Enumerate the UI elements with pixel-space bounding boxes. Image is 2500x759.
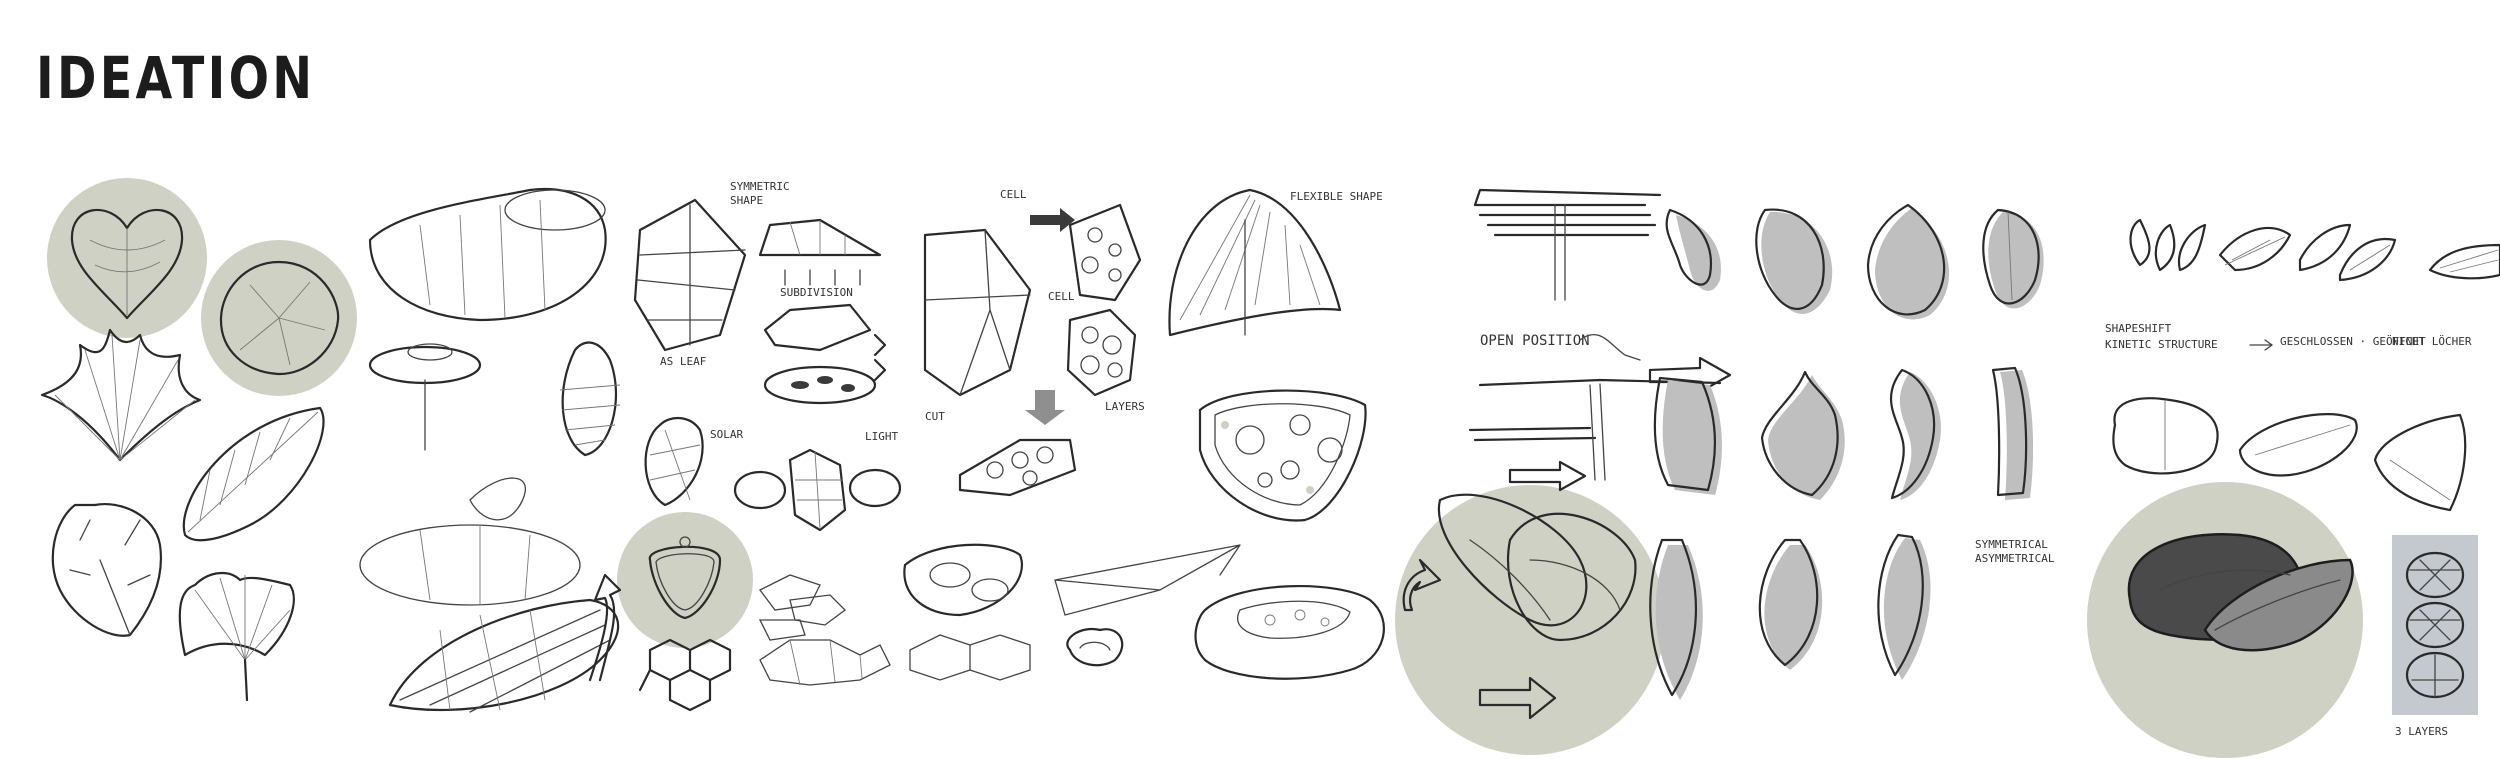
margin-note: CUT — [925, 410, 945, 423]
crystal-frame-sketch — [923, 228, 1032, 397]
seed-sketch — [561, 341, 618, 457]
asymmetrical-label: ASYMMETRICAL — [1975, 552, 2055, 565]
opening-pod-sketch — [2238, 413, 2358, 477]
accent-disc — [617, 512, 753, 648]
kinetic-loop-sketch — [1437, 493, 1588, 627]
shapeshift-label: SHAPESHIFT — [2105, 322, 2172, 335]
margin-note: FLEXIBLE SHAPE — [1290, 190, 1383, 203]
lily-pad-sketch — [219, 260, 340, 376]
curved-shell-sketch — [1168, 188, 1342, 337]
geschlossen-label: GESCHLOSSEN · GEÖFFNET — [2280, 335, 2426, 348]
petal-profile-sketch — [1758, 538, 1819, 667]
heart-leaf-sketch — [70, 208, 184, 320]
shaded-wing-sketch — [2203, 558, 2354, 652]
layer-ellipse — [2405, 551, 2465, 599]
leaf-frame-sketch — [633, 198, 747, 352]
margin-note: SHAPE — [730, 194, 763, 207]
three-layers-label: 3 LAYERS — [2395, 725, 2448, 738]
fan-palm-sketch — [178, 572, 295, 702]
leaf-studies-panel — [40, 178, 357, 702]
dome-sketch — [388, 598, 620, 712]
margin-note: SOLAR — [710, 428, 743, 441]
petal-profile-sketch — [1889, 368, 1936, 500]
petal-profile-sketch — [1866, 203, 1946, 316]
margin-note: LAYERS — [1105, 400, 1145, 413]
margin-note: SUBDIVISION — [780, 286, 853, 299]
curved-shell-panel: FLEXIBLE SHAPE — [1054, 188, 1385, 680]
page-title: IDEATION — [36, 44, 316, 112]
petal-profile-sketch — [1649, 538, 1697, 697]
petal-profile-sketch — [1760, 370, 1839, 497]
petal-profile-sketch — [1755, 208, 1825, 311]
folding-leaf-sketch — [2129, 218, 2207, 272]
open-pod-sketch — [2373, 413, 2467, 512]
monstera-leaf-sketch — [51, 502, 162, 637]
lattice-panel: CELL CELL LAYERS CUT — [923, 188, 1145, 497]
kinetic-structure-label: KINETIC STRUCTURE — [2105, 338, 2218, 351]
open-position-label: OPEN POSITION — [1480, 333, 1590, 349]
layer-ellipse — [2405, 601, 2465, 649]
palm-leaf-sketch — [40, 328, 202, 462]
wireframe-sketch — [1054, 544, 1241, 616]
margin-note: CELL — [1000, 188, 1027, 201]
nicht-loecher-label: NICHT LÖCHER — [2392, 335, 2472, 348]
margin-note: CELL — [1048, 290, 1075, 303]
petal-profile-sketch — [1653, 376, 1716, 492]
pod-sketch — [368, 188, 607, 322]
petal-profile-sketch — [1877, 533, 1924, 677]
margin-note: AS LEAF — [660, 355, 706, 368]
triangle-frame-panel — [588, 512, 1031, 712]
petal-profile-sketch — [1982, 208, 2040, 305]
long-leaf-sketch — [182, 406, 325, 542]
cell-frame-panel: SYMMETRIC SHAPE AS LEAF SOLAR LIGHT SUBD… — [633, 180, 902, 532]
margin-note: SYMMETRIC — [730, 180, 790, 193]
kinetic-mechanism-panel: OPEN POSITION — [1395, 188, 1732, 755]
folding-leaf-sketch — [2218, 226, 2292, 272]
shell-outline-sketch — [359, 524, 581, 606]
symmetrical-label: SYMMETRICAL — [1975, 538, 2048, 551]
margin-note: LIGHT — [865, 430, 898, 443]
petal-profile-sketch — [1665, 208, 1713, 286]
pod-studies-panel — [359, 188, 621, 713]
lily-cap-sketch — [368, 345, 482, 385]
closed-pod-sketch — [2112, 397, 2219, 475]
shapeshift-panel: SHAPESHIFT KINETIC STRUCTURE GESCHLOSSEN… — [2087, 218, 2500, 758]
oval-pod-sketch — [1194, 584, 1385, 680]
rounded-triangle-sketch — [648, 545, 722, 620]
petal-profile-panel: SYMMETRICAL ASYMMETRICAL — [1649, 203, 2055, 700]
petal-profile-sketch — [1991, 366, 2028, 497]
cellular-pod-sketch — [1198, 389, 1367, 522]
